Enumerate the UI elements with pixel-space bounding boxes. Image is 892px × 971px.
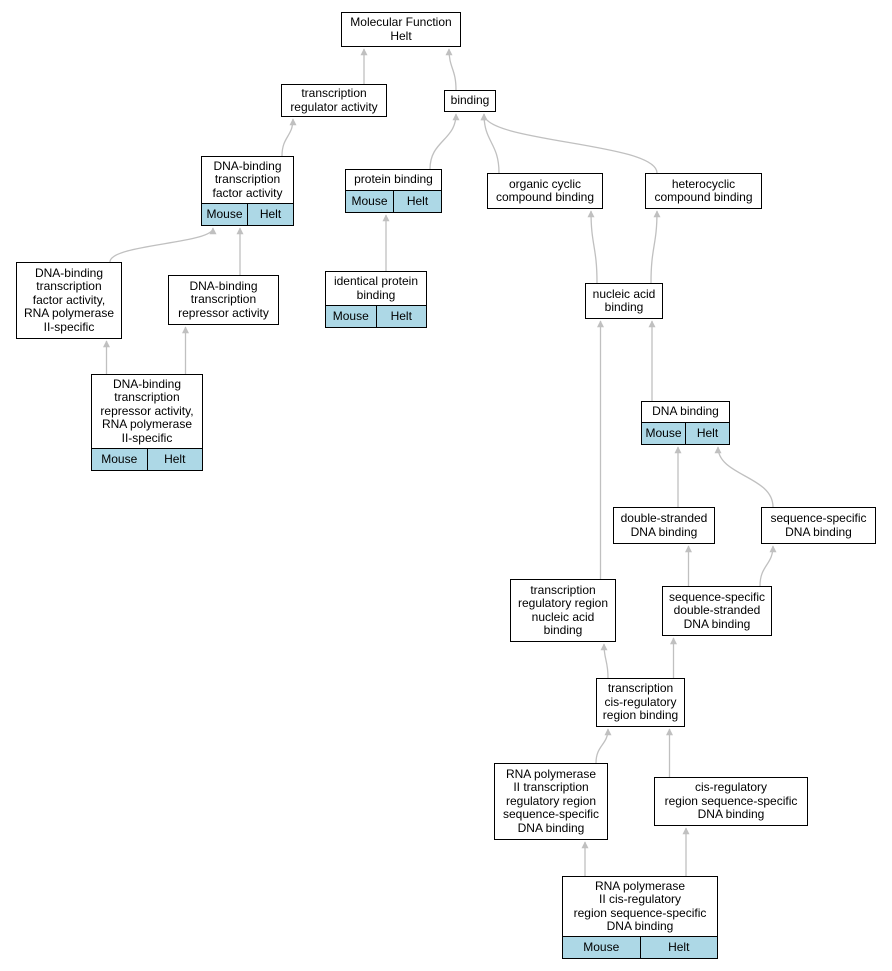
go-term-node-bind[interactable]: binding [444, 90, 496, 112]
go-term-label: transcription regulator activity [290, 86, 378, 114]
edge-tcrb-to-trrnab [600, 643, 609, 679]
go-term-label: DNA-binding transcription factor activit… [212, 158, 283, 200]
go-term-node-dbtra2[interactable]: DNA-binding transcription repressor acti… [91, 374, 203, 471]
edge-hcb-to-bind [480, 113, 658, 174]
edge-pb-to-bind [429, 113, 460, 170]
go-term-node-tra[interactable]: transcription regulator activity [281, 84, 387, 117]
go-term-label: DNA binding [652, 404, 719, 419]
go-term-label: RNA polymerase II cis-regulatory region … [573, 878, 707, 933]
go-term-node-dsdb[interactable]: double-stranded DNA binding [613, 507, 715, 544]
edge-dbtfa-to-tra [281, 118, 297, 157]
annotation-tag-helt[interactable]: Helt [685, 423, 729, 444]
go-term-node-ocb[interactable]: organic cyclic compound binding [487, 173, 603, 209]
annotation-tag-helt[interactable]: Helt [247, 204, 293, 225]
go-term-label: nucleic acid binding [592, 286, 656, 314]
go-term-label: DNA-binding transcription repressor acti… [178, 278, 269, 320]
go-term-label: double-stranded DNA binding [620, 511, 708, 539]
go-term-label: organic cyclic compound binding [495, 176, 595, 204]
edge-rp2trr-to-tcrb [595, 728, 612, 764]
annotation-tag-helt[interactable]: Helt [146, 449, 202, 470]
annotation-tag-mouse[interactable]: Mouse [563, 937, 640, 958]
annotation-tag-helt[interactable]: Helt [393, 191, 441, 212]
go-term-label: binding [450, 93, 490, 108]
annotation-tag-mouse[interactable]: Mouse [326, 306, 376, 327]
edge-ocb-to-bind [480, 113, 500, 174]
go-term-label: DNA-binding transcription repressor acti… [100, 376, 194, 445]
annotation-tag-helt[interactable]: Helt [639, 937, 717, 958]
go-term-node-ssdsdb[interactable]: sequence-specific double-stranded DNA bi… [662, 586, 772, 636]
go-term-label: identical protein binding [333, 274, 419, 302]
go-term-node-dbtra[interactable]: DNA-binding transcription repressor acti… [168, 275, 279, 325]
annotation-tag-mouse[interactable]: Mouse [642, 423, 685, 444]
go-term-label: heterocyclic compound binding [654, 176, 753, 204]
go-term-label: cis-regulatory region sequence-specific … [664, 780, 798, 822]
go-term-label: Molecular Function Helt [350, 15, 452, 43]
go-term-label: RNA polymerase II transcription regulato… [502, 766, 600, 835]
go-term-node-crss[interactable]: cis-regulatory region sequence-specific … [654, 777, 808, 826]
go-term-label: transcription cis-regulatory region bind… [602, 681, 679, 723]
edge-ssdsdb-to-ssdb [759, 545, 777, 587]
go-term-label: DNA-binding transcription factor activit… [23, 265, 115, 334]
go-term-node-dbtfa2[interactable]: DNA-binding transcription factor activit… [16, 262, 122, 339]
go-term-node-rp2cr[interactable]: RNA polymerase II cis-regulatory region … [562, 876, 718, 959]
go-term-label: protein binding [354, 172, 433, 187]
go-term-label: transcription regulatory region nucleic … [517, 582, 609, 637]
go-term-label: sequence-specific DNA binding [770, 511, 867, 539]
edge-nab-to-ocb [587, 210, 598, 284]
edge-dbtfa2-to-dbtfa [109, 227, 217, 263]
go-term-label: sequence-specific double-stranded DNA bi… [668, 589, 766, 631]
go-term-node-ssdb[interactable]: sequence-specific DNA binding [761, 507, 876, 544]
annotation-tag-mouse[interactable]: Mouse [202, 204, 247, 225]
go-term-node-tcrb[interactable]: transcription cis-regulatory region bind… [596, 678, 685, 727]
go-term-node-rp2trr[interactable]: RNA polymerase II transcription regulato… [494, 763, 608, 840]
go-term-node-dbtfa[interactable]: DNA-binding transcription factor activit… [201, 156, 294, 226]
edge-ssdb-to-dnab [714, 446, 774, 508]
annotation-tag-mouse[interactable]: Mouse [92, 449, 147, 470]
go-term-node-nab[interactable]: nucleic acid binding [585, 283, 663, 319]
annotation-tag-helt[interactable]: Helt [375, 306, 426, 327]
edge-bind-to-mf [445, 48, 457, 91]
go-term-node-trrnab[interactable]: transcription regulatory region nucleic … [510, 579, 616, 642]
edge-nab-to-hcb [650, 210, 661, 284]
annotation-tag-mouse[interactable]: Mouse [346, 191, 393, 212]
go-term-node-hcb[interactable]: heterocyclic compound binding [645, 173, 762, 209]
go-term-node-mf[interactable]: Molecular Function Helt [341, 12, 461, 47]
